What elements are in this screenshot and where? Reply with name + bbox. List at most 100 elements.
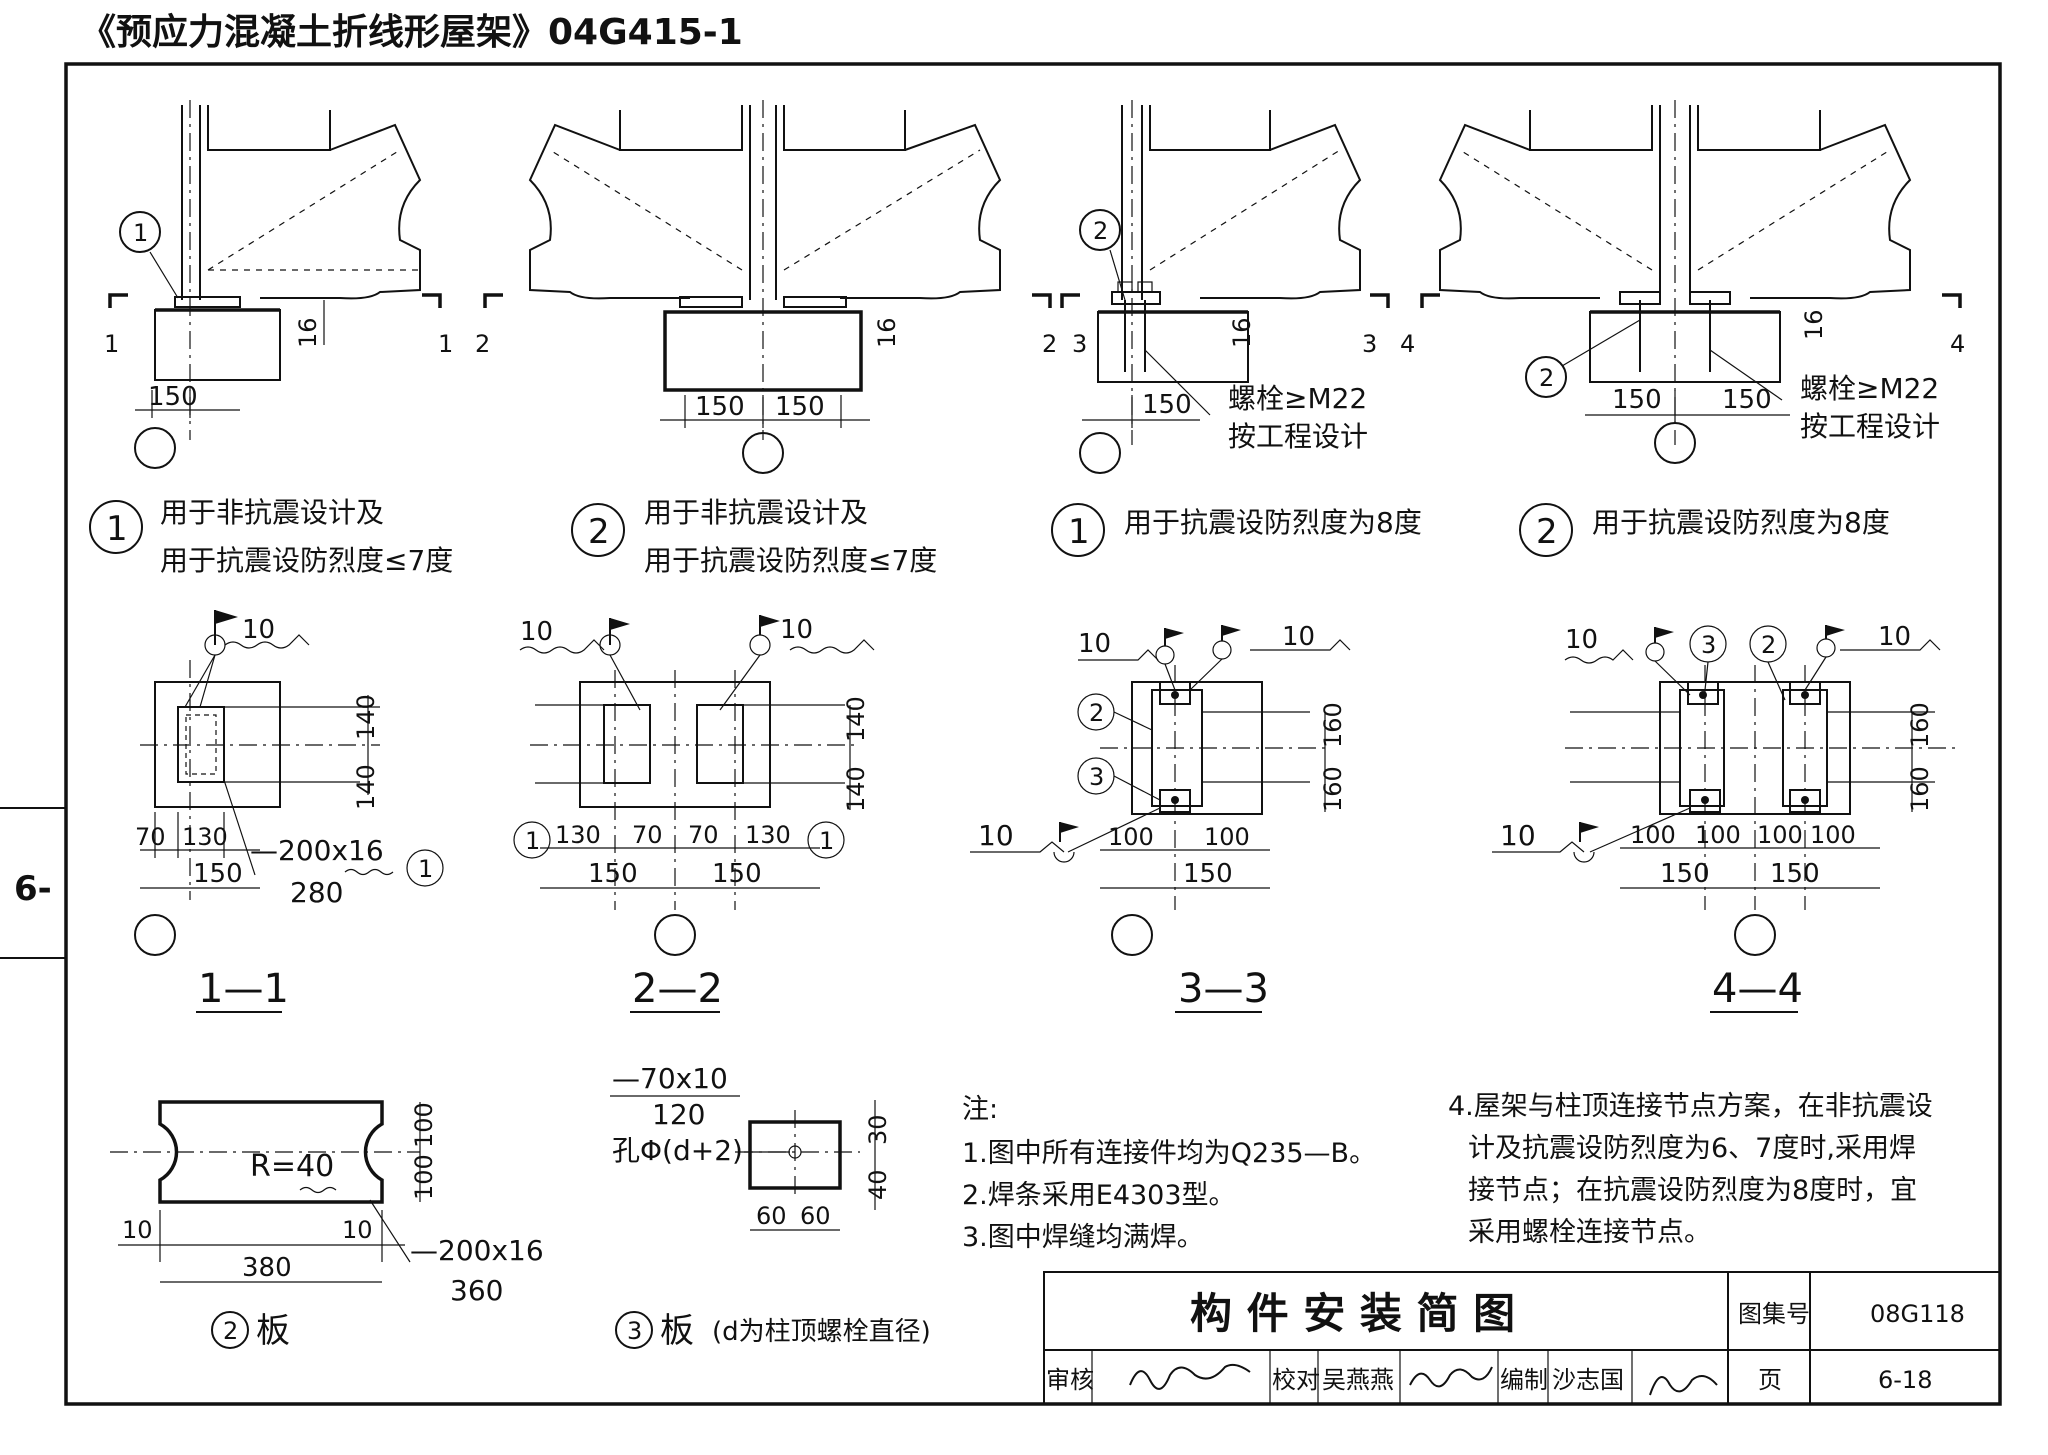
elevation-3-caption-line1: 用于抗震设防烈度为8度 <box>1124 506 1422 539</box>
plate-3-hole: 孔Φ(d+2) <box>612 1134 743 1167</box>
section-3-3: 10 10 2 3 10 160 160 100 100 150 3—3 <box>970 622 1351 1013</box>
section-3-3-dim-v2: 160 <box>1319 766 1347 812</box>
callout-bubble <box>1079 209 1121 251</box>
section-1-1-plate-w: 280 <box>290 876 343 909</box>
plate-2-radius: R=40 <box>250 1149 334 1184</box>
section-1-1-title: 1—1 <box>198 966 289 1012</box>
section-4-4-weld-b: 10 <box>1500 819 1536 852</box>
elevation-4-dim-a: 150 <box>1612 385 1662 415</box>
elevation-2-caption-line2: 用于抗震设防烈度≤7度 <box>644 544 937 577</box>
elevation-1-cut-left: 1 <box>104 330 119 358</box>
section-2-2-title: 2—2 <box>632 966 723 1012</box>
plate-2-detail: R=40 100 100 10 10 380 —200x16 360 2 板 <box>110 1100 544 1351</box>
section-4-4-dim-h6: 150 <box>1770 859 1820 889</box>
note-4-line3: 接节点；在抗震设防烈度为8度时，宜 <box>1468 1175 1917 1206</box>
elevation-2: 2 2 16 150 150 2 用于非抗震设计及 用于抗震设防烈度≤7度 <box>475 100 1057 577</box>
axis-bubble <box>1654 422 1696 464</box>
section-4-4-ref-a: 3 <box>1701 631 1716 659</box>
elevation-2-caption-no: 2 <box>588 512 610 552</box>
axis-bubble <box>1734 914 1776 956</box>
section-2-2-dim-v2: 140 <box>842 766 870 812</box>
axis-bubble <box>134 427 176 469</box>
note-4-line2: 计及抗震设防烈度为6、7度时,采用焊 <box>1468 1133 1916 1164</box>
elevation-1-caption-line2: 用于抗震设防烈度≤7度 <box>160 544 453 577</box>
caption-bubble <box>211 1311 249 1349</box>
section-4-4-dim-v1: 160 <box>1906 702 1934 748</box>
section-2-2-weld-l: 10 <box>520 617 553 647</box>
plate-3-caption-no: 3 <box>627 1317 642 1345</box>
elevation-3-callout: 2 <box>1093 217 1108 245</box>
section-3-3-weld-b: 10 <box>978 819 1014 852</box>
elevation-1-caption-no: 1 <box>106 509 128 549</box>
elevation-1-cut-right: 1 <box>438 330 453 358</box>
note-4-line1: 4.屋架与柱顶连接节点方案，在非抗震设 <box>1448 1091 1933 1122</box>
elevation-4-caption-no: 2 <box>1536 512 1558 552</box>
caption-bubble <box>571 503 625 557</box>
elevation-1-callout: 1 <box>133 219 148 247</box>
section-3-3-ref-a: 2 <box>1089 699 1104 727</box>
caption-bubble <box>1519 503 1573 557</box>
plate-3-dim-v2: 40 <box>864 1169 892 1200</box>
drafter-signature <box>1649 1375 1718 1396</box>
elevation-2-dim-16: 16 <box>873 317 901 348</box>
title-block-page-no: 6-18 <box>1878 1366 1932 1394</box>
elevation-4-caption-line1: 用于抗震设防烈度为8度 <box>1592 506 1890 539</box>
section-4-4-dim-h5: 150 <box>1660 859 1710 889</box>
elevation-2-cut-right: 2 <box>1042 330 1057 358</box>
section-1-1-plate: —200x16 <box>250 834 384 867</box>
elevation-1: 1 1 16 150 1 1 用于非抗震设计及 用于抗震设防烈度≤7度 <box>89 100 453 577</box>
section-4-4-weld-r: 10 <box>1878 622 1911 652</box>
reviewer-signature <box>1129 1363 1251 1390</box>
section-2-2-ref-r: 1 <box>819 827 834 855</box>
plate-2-dim-v2: 100 <box>410 1154 438 1200</box>
section-4-4-dim-h2: 100 <box>1695 821 1741 849</box>
side-tab-label: 6- <box>14 869 52 909</box>
sheet-header-title: 《预应力混凝土折线形屋架》04G415-1 <box>80 12 743 53</box>
elevation-2-cut-left: 2 <box>475 330 490 358</box>
section-4-4-dim-h3: 100 <box>1757 821 1803 849</box>
notes: 注: 1.图中所有连接件均为Q235—B。 2.焊条采用E4303型。 3.图中… <box>962 1091 1933 1253</box>
elevation-3-bolt-text: 螺栓≥M22 <box>1228 382 1367 415</box>
section-3-3-dim-h2: 100 <box>1204 823 1250 851</box>
plate-2-caption: 板 <box>256 1311 290 1351</box>
section-2-2-dim-h5: 150 <box>588 859 638 889</box>
section-1-1-dim-v2: 140 <box>352 764 380 810</box>
section-4-4-dim-h1: 100 <box>1630 821 1676 849</box>
elevation-3-caption-no: 1 <box>1068 512 1090 552</box>
section-3-3-dim-h3: 150 <box>1183 859 1233 889</box>
section-1-1-weld: 10 <box>242 615 275 645</box>
plate-2-plate-len: 360 <box>450 1274 503 1307</box>
elevation-4-dim-16: 16 <box>1800 309 1828 340</box>
title-block-review-label: 审核 <box>1046 1366 1094 1394</box>
plate-3-detail: —70x10 120 孔Φ(d+2) 30 40 60 60 3 板 (d为柱顶… <box>610 1062 931 1351</box>
plate-2-dim-v1: 100 <box>410 1102 438 1148</box>
section-2-2-dim-h2: 70 <box>632 821 663 849</box>
title-block-atlas-label: 图集号 <box>1738 1300 1810 1328</box>
section-3-3-ref-b: 3 <box>1089 763 1104 791</box>
callout-bubble <box>406 849 444 887</box>
elevation-3-bolt-text2: 按工程设计 <box>1228 420 1368 453</box>
plate-3-spec: —70x10 <box>612 1062 728 1095</box>
sheet-frame <box>64 62 2002 1406</box>
section-4-4-weld-l: 10 <box>1565 625 1598 655</box>
section-2-2-dim-h6: 150 <box>712 859 762 889</box>
elevation-2-caption-line1: 用于非抗震设计及 <box>644 496 868 529</box>
section-1-1: 10 140 140 70 130 150 —200x16 280 1 1—1 <box>134 610 444 1013</box>
title-block-page-label: 页 <box>1758 1366 1782 1394</box>
elevation-4-bolt-text: 螺栓≥M22 <box>1800 372 1939 405</box>
elevation-4-bolt-text2: 按工程设计 <box>1800 410 1940 443</box>
callout-bubble <box>807 821 845 859</box>
plate-3-dim-v1: 30 <box>864 1114 892 1145</box>
callout-bubble <box>513 821 551 859</box>
title-block-draft-label: 编制 <box>1500 1366 1548 1394</box>
plate-2-dim-end-l: 10 <box>122 1216 153 1244</box>
elevation-3-dim-16: 16 <box>1228 317 1256 348</box>
elevation-4-callout: 2 <box>1539 364 1554 392</box>
caption-bubble <box>1051 503 1105 557</box>
notes-head: 注: <box>962 1094 998 1125</box>
section-1-1-dim-h3: 150 <box>193 859 243 889</box>
section-4-4: 10 3 2 10 10 160 160 100 100 100 100 150… <box>1492 622 1955 1013</box>
title-block-atlas-no: 08G118 <box>1870 1300 1965 1328</box>
section-4-4-dim-h4: 100 <box>1810 821 1856 849</box>
elevation-4-cut-right: 4 <box>1950 330 1965 358</box>
